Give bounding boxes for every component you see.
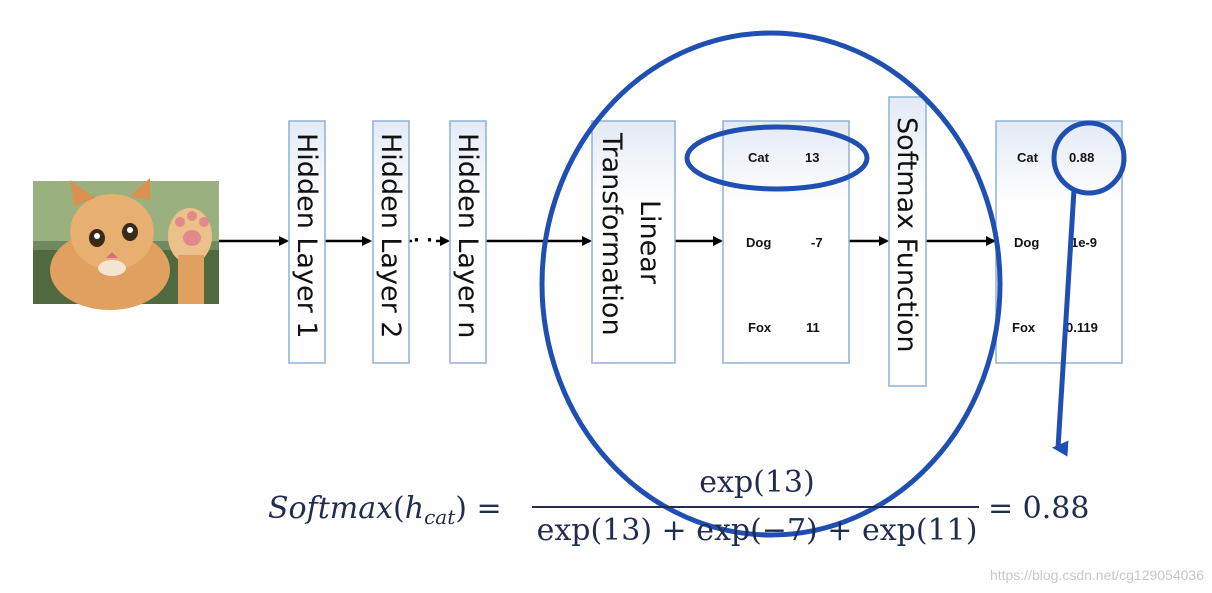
pointer-arrow <box>1052 189 1077 457</box>
softmax-formula: Softmax(hcat) = exp(13) exp(13) + exp(−7… <box>268 465 1089 548</box>
formula-lhs-arg: h <box>405 491 424 526</box>
logits-box: Cat 13 Dog -7 Fox 11 <box>722 120 850 364</box>
formula-denominator: exp(13) + exp(−7) + exp(11) <box>537 513 978 548</box>
logit-value-dog: -7 <box>811 235 823 250</box>
hidden-layer-2-box: Hidden Layer 2 <box>372 120 410 364</box>
hidden-layer-1-label: Hidden Layer 1 <box>291 133 322 338</box>
hidden-layer-n-label: Hidden Layer n <box>452 133 483 338</box>
highlight-annotations <box>539 30 1127 538</box>
linear-transformation-box: Linear Transformation <box>591 120 676 364</box>
softmax-function-box: Softmax Function <box>888 96 927 387</box>
probabilities-box: Cat 0.88 Dog 1e-9 Fox 0.119 <box>995 120 1123 364</box>
formula-lhs-sub: cat <box>424 505 456 529</box>
prob-value-cat: 0.88 <box>1069 150 1094 165</box>
cat-prob-highlight <box>1051 120 1127 196</box>
prob-label-dog: Dog <box>1014 235 1039 250</box>
formula-result: = 0.88 <box>988 491 1089 526</box>
cat-logit-highlight <box>684 124 870 192</box>
formula-lhs: Softmax(hcat) = <box>268 491 502 529</box>
logit-label-dog: Dog <box>746 235 771 250</box>
prob-value-dog: 1e-9 <box>1071 235 1097 250</box>
watermark-text: https://blog.csdn.net/cg129054036 <box>990 567 1204 583</box>
logit-value-cat: 13 <box>805 150 819 165</box>
hidden-layer-2-label: Hidden Layer 2 <box>375 133 406 338</box>
linear-label-line2: Transformation <box>596 132 627 336</box>
prob-label-fox: Fox <box>1012 320 1036 335</box>
kitten-image <box>33 178 219 310</box>
hidden-layer-1-box: Hidden Layer 1 <box>288 120 326 364</box>
logit-value-fox: 11 <box>806 320 820 335</box>
hidden-layer-n-box: Hidden Layer n <box>449 120 487 364</box>
big-highlight-circle <box>539 30 1003 538</box>
prob-value-fox: 0.119 <box>1066 320 1098 335</box>
softmax-function-label: Softmax Function <box>891 117 922 353</box>
logit-label-cat: Cat <box>748 150 770 165</box>
formula-numerator: exp(13) <box>699 465 814 500</box>
prob-label-cat: Cat <box>1017 150 1039 165</box>
ellipsis-dots: · · <box>413 230 433 251</box>
logit-label-fox: Fox <box>748 320 772 335</box>
linear-label-line1: Linear <box>634 200 665 285</box>
formula-lhs-name: Softmax <box>268 491 393 526</box>
